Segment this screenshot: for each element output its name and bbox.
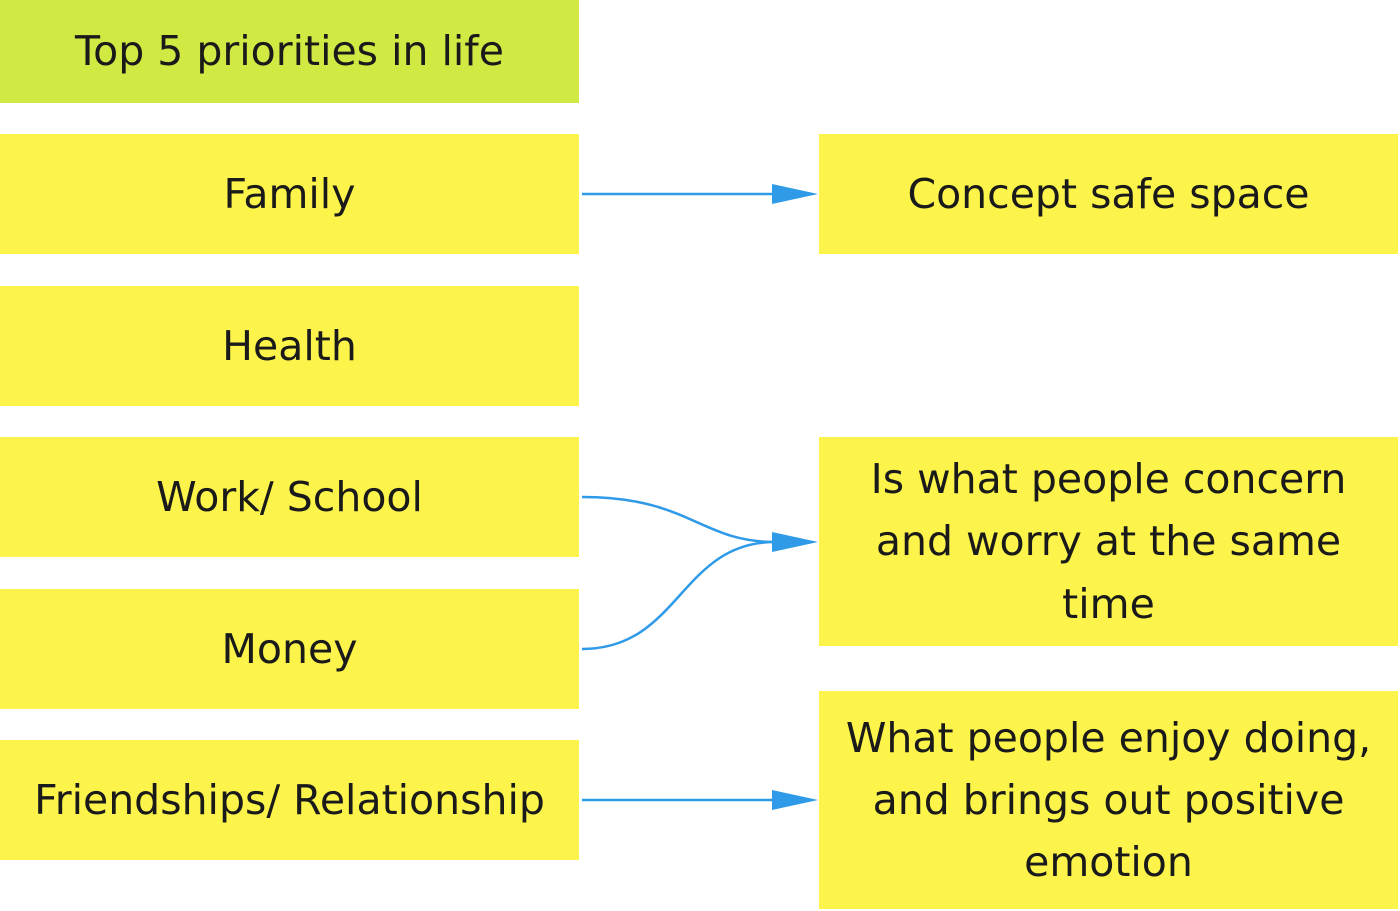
priority-health-box[interactable]: Health — [0, 286, 579, 406]
note-safe-space-box[interactable]: Concept safe space — [819, 134, 1398, 254]
priority-work-school-box[interactable]: Work/ School — [0, 437, 579, 557]
connector-work-to-concern — [581, 495, 776, 544]
note-enjoy-box[interactable]: What people enjoy doing, and brings out … — [819, 691, 1398, 909]
note-concern-worry-box[interactable]: Is what people concern and worry at the … — [819, 437, 1398, 646]
priority-money-box[interactable]: Money — [0, 589, 579, 709]
arrowhead-family-to-safe — [772, 184, 818, 204]
arrowhead-friends-to-enjoy — [772, 790, 818, 810]
connector-money-to-concern — [581, 540, 776, 651]
priority-family-box[interactable]: Family — [0, 134, 579, 254]
priority-friendships-box[interactable]: Friendships/ Relationship — [0, 740, 579, 860]
diagram-title: Top 5 priorities in life — [0, 0, 579, 103]
arrowhead-to-concern — [772, 532, 818, 552]
